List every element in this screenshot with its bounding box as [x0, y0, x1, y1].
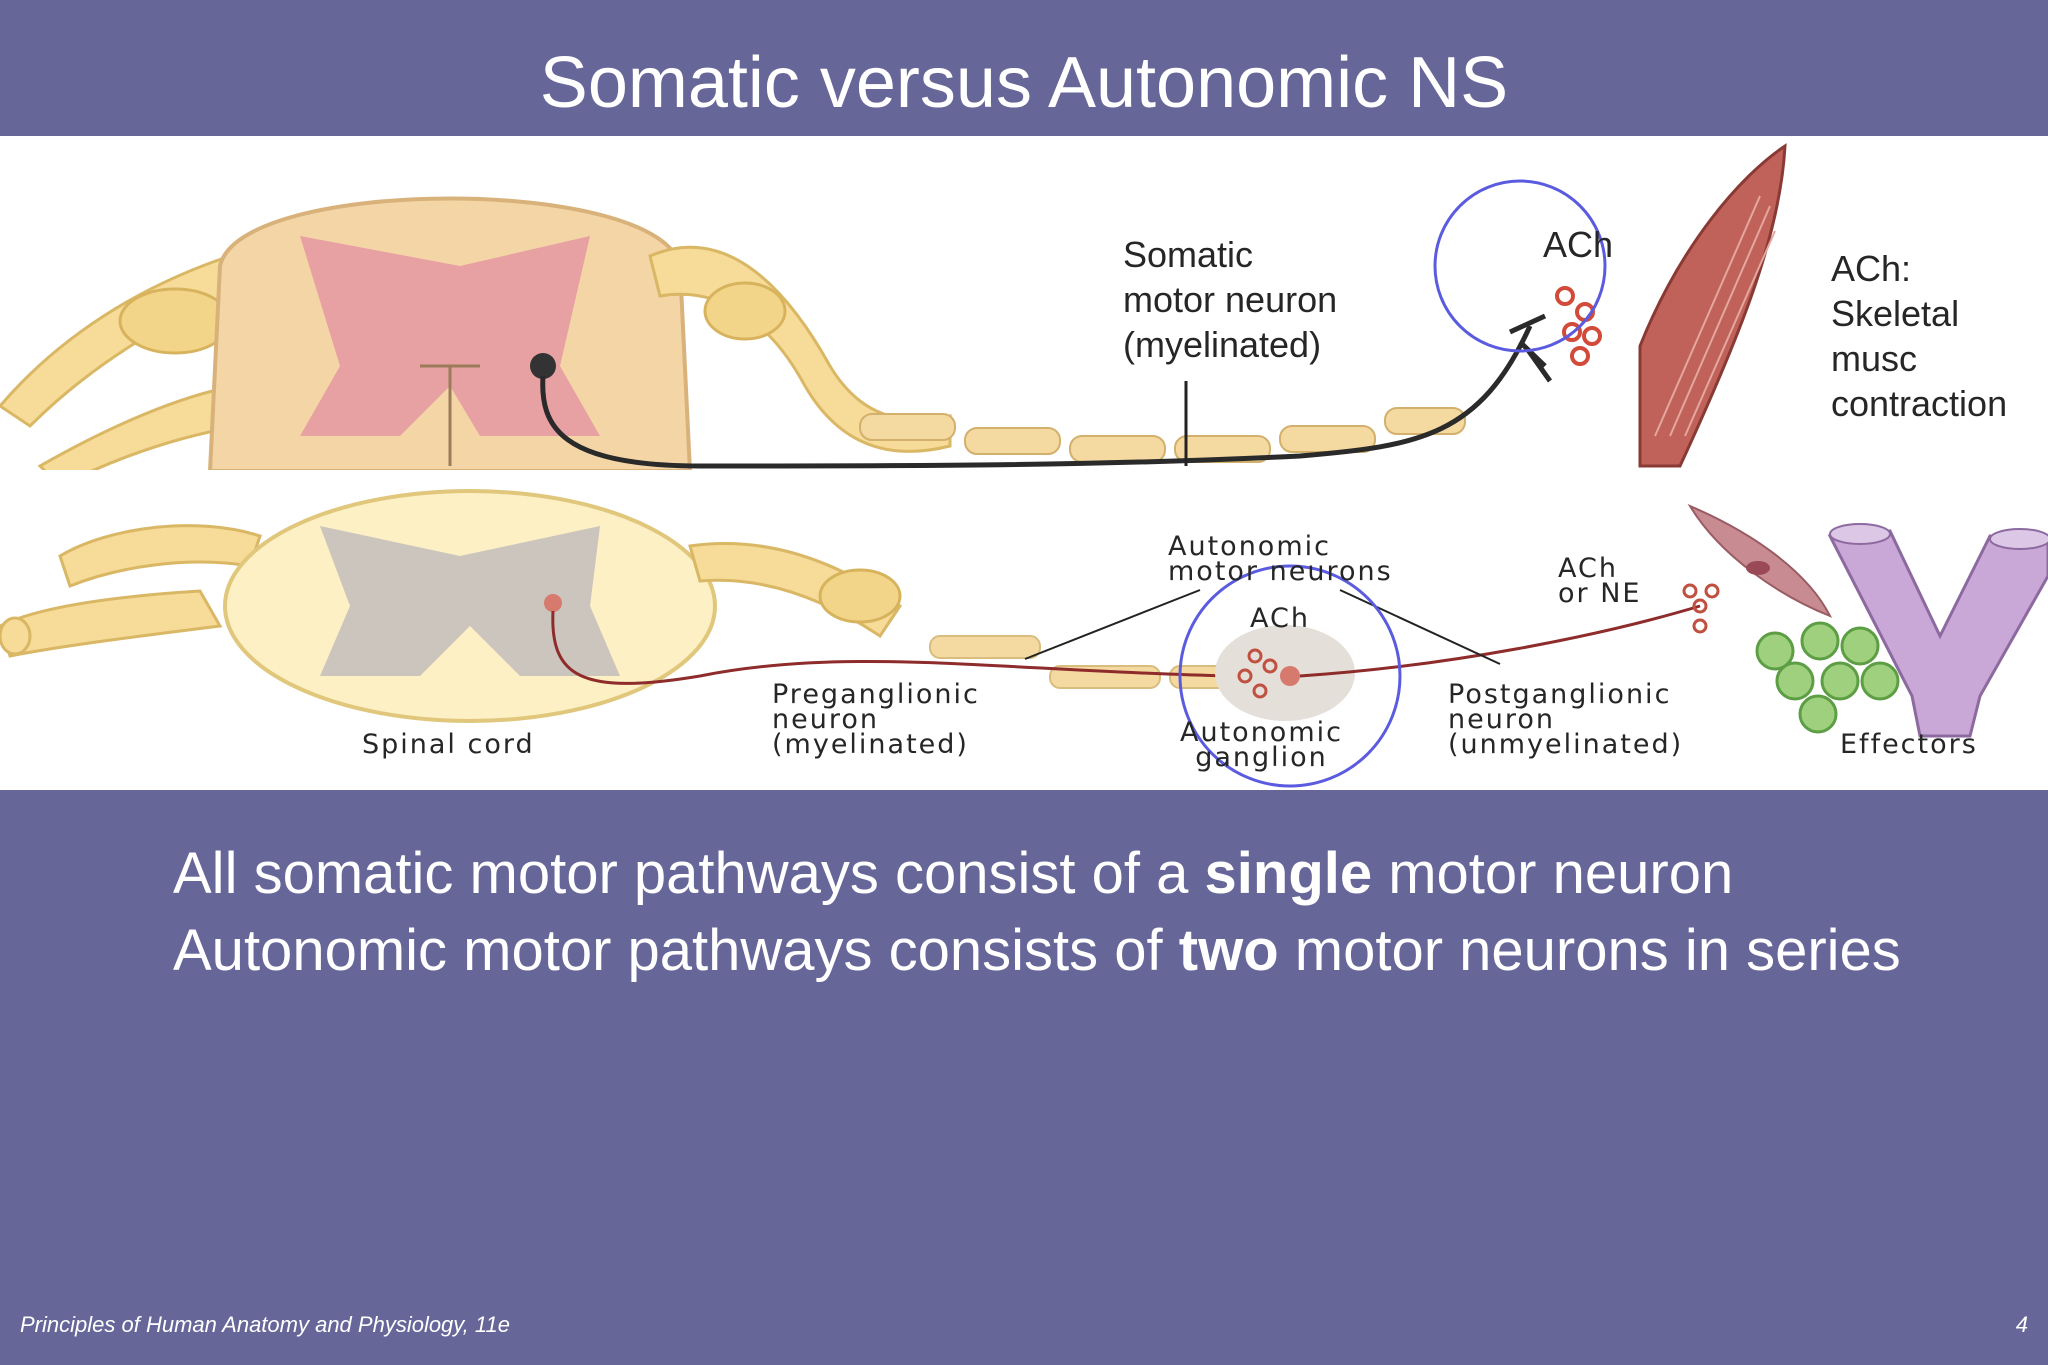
autonomic-panel — [0, 470, 2048, 790]
bullet-somatic-emphasis: single — [1204, 841, 1373, 906]
blood-vessel — [1827, 529, 2048, 738]
bullet-autonomic-text-end: motor neurons in series — [1278, 918, 1901, 983]
somatic-ach-label: ACh — [1543, 224, 1614, 265]
ganglion-highlight — [1178, 564, 1402, 788]
spinal-cord-label: Spinal cord — [362, 729, 535, 760]
autonomic-motor-neurons-label: Autonomic motor neurons — [1168, 531, 1393, 587]
preganglionic-axon — [551, 610, 1231, 685]
preganglionic-label: Preganglionic neuron (myelinated) — [772, 679, 980, 760]
somatic-effect-label: ACh: Skeletal musc contraction — [1831, 248, 2008, 424]
title-bar: Somatic versus Autonomic NS — [0, 0, 2048, 136]
somatic-synapse-highlight — [1433, 179, 1607, 353]
footer-source: Principles of Human Anatomy and Physiolo… — [20, 1312, 510, 1337]
somatic-axon — [540, 324, 1533, 469]
postganglionic-axon — [1299, 604, 1701, 678]
gland-cells — [1755, 621, 1900, 734]
leader-post — [1339, 589, 1501, 665]
autonomic-left-nerve — [0, 589, 223, 658]
somatic-gray-matter — [300, 236, 600, 436]
effector-nt-label: ACh or NE — [1558, 553, 1642, 609]
somatic-autonomic-figure: Somatic motor neuron (myelinated) ACh AC… — [0, 136, 2048, 790]
preganglionic-cell-body — [544, 594, 562, 612]
page-number: 4 — [2015, 1312, 2028, 1337]
bullet-somatic-text-end: motor neuron — [1372, 841, 1734, 906]
figure-illustration — [0, 143, 2048, 790]
ganglion-ach-label: ACh — [1250, 603, 1310, 634]
bullet-somatic-text: All somatic motor pathways consist of a — [173, 841, 1205, 906]
myelin-sheath — [859, 407, 1466, 463]
somatic-neuron-label: Somatic motor neuron (myelinated) — [1123, 234, 1338, 365]
somatic-cell-body — [530, 353, 556, 379]
slide-title: Somatic versus Autonomic NS — [539, 43, 1509, 123]
bullet-autonomic-emphasis: two — [1178, 918, 1279, 983]
postganglionic-label: Postganglionic neuron (unmyelinated) — [1448, 679, 1684, 760]
leader-pre — [1024, 589, 1201, 660]
right-dorsal-ganglion — [703, 281, 787, 341]
bullet-autonomic: Autonomic motor pathways consists of two… — [173, 912, 1973, 989]
axon-terminals — [1508, 313, 1553, 383]
somatic-panel — [0, 143, 1787, 488]
ganglion-label: Autonomic ganglion — [1180, 717, 1343, 773]
autonomic-gray-matter — [320, 526, 620, 676]
bullet-somatic: All somatic motor pathways consist of a … — [173, 835, 1973, 912]
smooth-muscle-cell — [1687, 503, 1833, 618]
left-dorsal-ganglion — [118, 287, 232, 355]
ganglion-synapse — [1237, 648, 1278, 699]
effector-terminals — [1682, 583, 1720, 634]
effectors-label: Effectors — [1840, 729, 1978, 760]
central-canal — [420, 364, 480, 466]
bullet-autonomic-text: Autonomic motor pathways consists of — [173, 918, 1179, 983]
muscle-striations — [1654, 195, 1776, 437]
bullet-list: All somatic motor pathways consist of a … — [173, 835, 1973, 989]
